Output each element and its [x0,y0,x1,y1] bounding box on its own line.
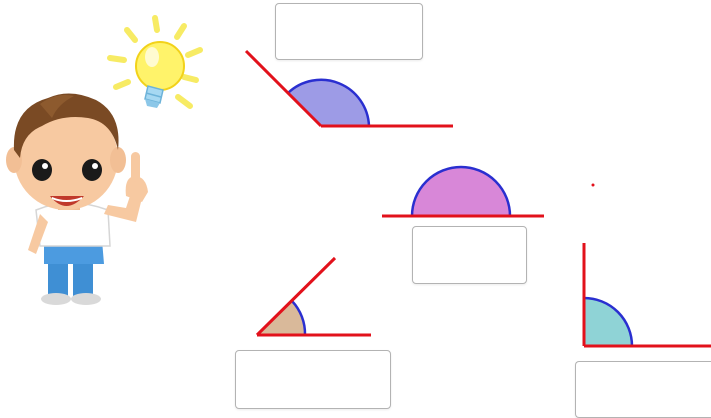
answer-box-obtuse-angle[interactable] [275,3,423,60]
light-bulb-icon [110,18,200,108]
answer-box-right-angle[interactable] [575,361,711,418]
answer-box-straight-angle[interactable] [412,226,527,284]
stray-dot [592,184,595,187]
boy-illustration [6,93,148,305]
straight-angle-figure [382,167,544,216]
right-angle-figure [584,184,711,347]
acute-angle-figure [257,258,371,335]
answer-box-acute-angle[interactable] [235,350,391,409]
obtuse-angle-figure [246,51,453,126]
